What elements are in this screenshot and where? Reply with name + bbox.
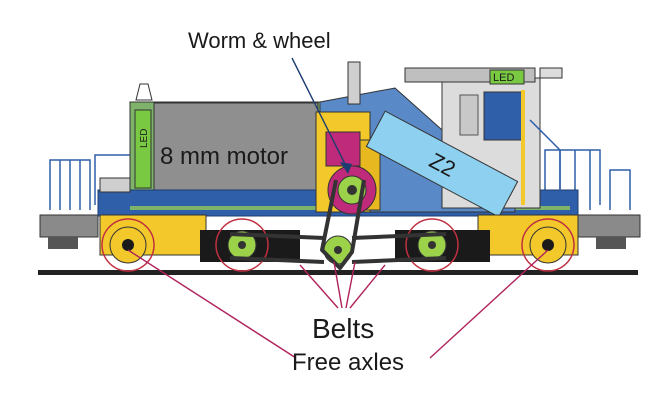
cab-window (483, 91, 525, 141)
right-coupler (596, 237, 626, 249)
cab-yellow-strip (521, 90, 525, 205)
bell-icon (135, 83, 153, 101)
led-side-strip (134, 109, 152, 189)
motor-label: 8 mm motor (160, 143, 288, 170)
left-end-beam (39, 214, 99, 238)
led-cab-label: LED (493, 72, 514, 84)
exhaust-stack (347, 61, 361, 105)
railings (49, 149, 631, 210)
horn-icon (539, 67, 563, 79)
headlight-icon (99, 177, 131, 193)
free-axle-right-hub (542, 239, 554, 251)
right-end-beam (577, 214, 641, 238)
arrowhead-worm (340, 162, 352, 174)
belts-label: Belts (312, 313, 374, 344)
pulley-center-hub (334, 246, 342, 254)
pulley-left-hub (238, 241, 246, 249)
wheel-outlines (101, 218, 575, 272)
free-axle-left-hub (122, 239, 134, 251)
worm-wheel-label: Worm & wheel (188, 28, 331, 53)
cab-stairs (529, 119, 561, 201)
led-side-label: LED (139, 129, 150, 148)
belts (229, 179, 447, 270)
left-coupler (48, 237, 78, 249)
leader-lines (127, 57, 549, 359)
free-axles-label: Free axles (292, 349, 404, 376)
led-cab-box (489, 69, 525, 85)
pulley-right-hub (428, 241, 436, 249)
cab-side-window (459, 94, 479, 136)
drive-wheel-hub (347, 185, 357, 195)
rail (38, 270, 638, 275)
z2-gearbox: Z2 (365, 110, 519, 218)
motor (153, 102, 319, 194)
